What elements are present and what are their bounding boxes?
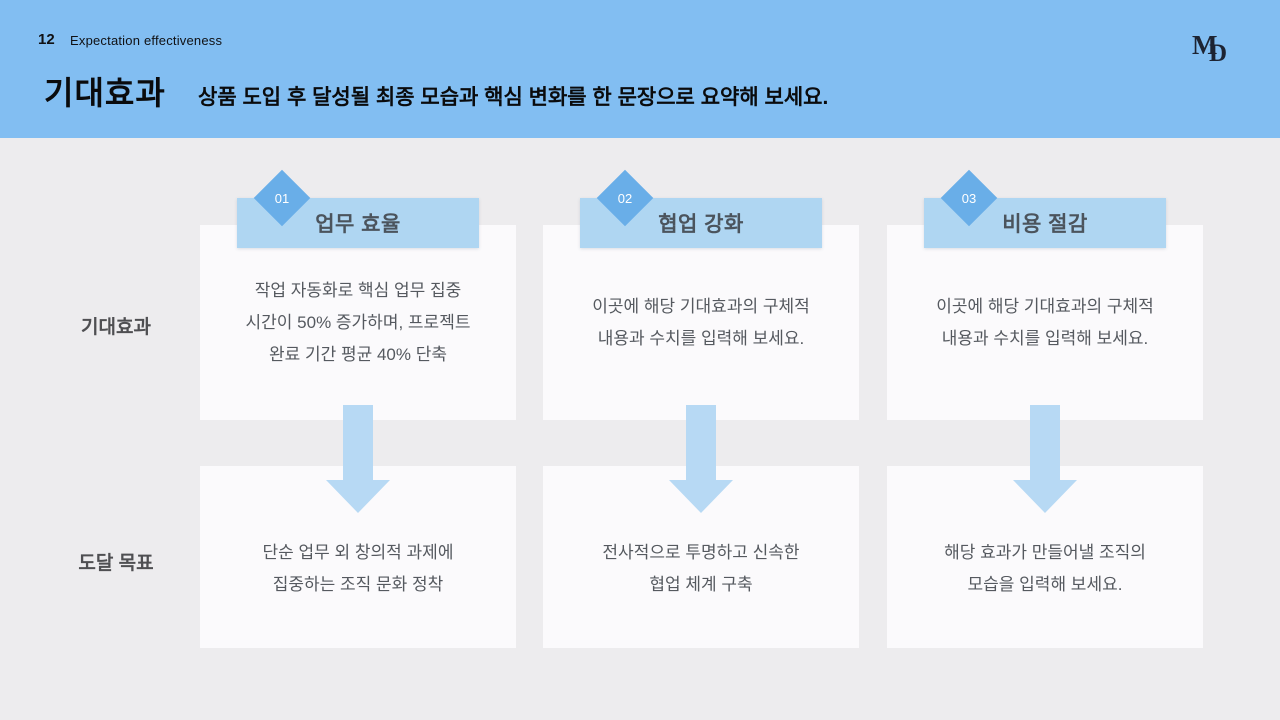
goal-text: 단순 업무 외 창의적 과제에 집중하는 조직 문화 정착: [262, 543, 454, 594]
goal-card: 전사적으로 투명하고 신속한 협업 체계 구축: [543, 466, 859, 648]
effect-card: 이곳에 해당 기대효과의 구체적 내용과 수치를 입력해 보세요.: [887, 225, 1203, 420]
column-collaboration: 이곳에 해당 기대효과의 구체적 내용과 수치를 입력해 보세요. 협업 강화 …: [543, 0, 859, 720]
effect-text: 작업 자동화로 핵심 업무 집중 시간이 50% 증가하며, 프로젝트 완료 기…: [245, 280, 471, 364]
effect-text: 이곳에 해당 기대효과의 구체적 내용과 수치를 입력해 보세요.: [936, 296, 1154, 348]
effect-card: 이곳에 해당 기대효과의 구체적 내용과 수치를 입력해 보세요.: [543, 225, 859, 420]
badge-number: 02: [617, 190, 633, 206]
logo-letter-m: M: [1192, 30, 1218, 60]
column-work-efficiency: 작업 자동화로 핵심 업무 집중 시간이 50% 증가하며, 프로젝트 완료 기…: [200, 0, 516, 720]
page-title: 기대효과: [44, 75, 166, 111]
header-section-label: Expectation effectiveness: [70, 33, 223, 48]
badge-number: 01: [274, 190, 290, 206]
column-cost-saving: 이곳에 해당 기대효과의 구체적 내용과 수치를 입력해 보세요. 비용 절감 …: [887, 0, 1203, 720]
goal-text: 해당 효과가 만들어낼 조직의 모습을 입력해 보세요.: [944, 543, 1146, 594]
header-band: 12 Expectation effectiveness 기대효과 상품 도입 …: [0, 0, 1280, 138]
column-title: 업무 효율: [315, 213, 401, 236]
md-monogram-logo: M D: [1192, 30, 1242, 70]
down-arrow-icon: [1013, 405, 1077, 513]
row-label-goal: 도달 목표: [78, 553, 154, 574]
down-arrow-icon: [326, 405, 390, 513]
goal-text: 전사적으로 투명하고 신속한 협업 체계 구축: [602, 543, 800, 594]
down-arrow-icon: [669, 405, 733, 513]
effect-card: 작업 자동화로 핵심 업무 집중 시간이 50% 증가하며, 프로젝트 완료 기…: [200, 225, 516, 420]
column-title: 비용 절감: [1002, 213, 1088, 236]
page-number: 12: [38, 31, 55, 48]
badge-number: 03: [961, 190, 977, 206]
row-label-expected-effect: 기대효과: [81, 317, 151, 338]
column-title: 협업 강화: [658, 213, 744, 236]
effect-text: 이곳에 해당 기대효과의 구체적 내용과 수치를 입력해 보세요.: [592, 296, 810, 348]
logo-letter-d: D: [1209, 40, 1228, 67]
page-subtitle: 상품 도입 후 달성될 최종 모습과 핵심 변화를 한 문장으로 요약해 보세요…: [198, 86, 829, 109]
